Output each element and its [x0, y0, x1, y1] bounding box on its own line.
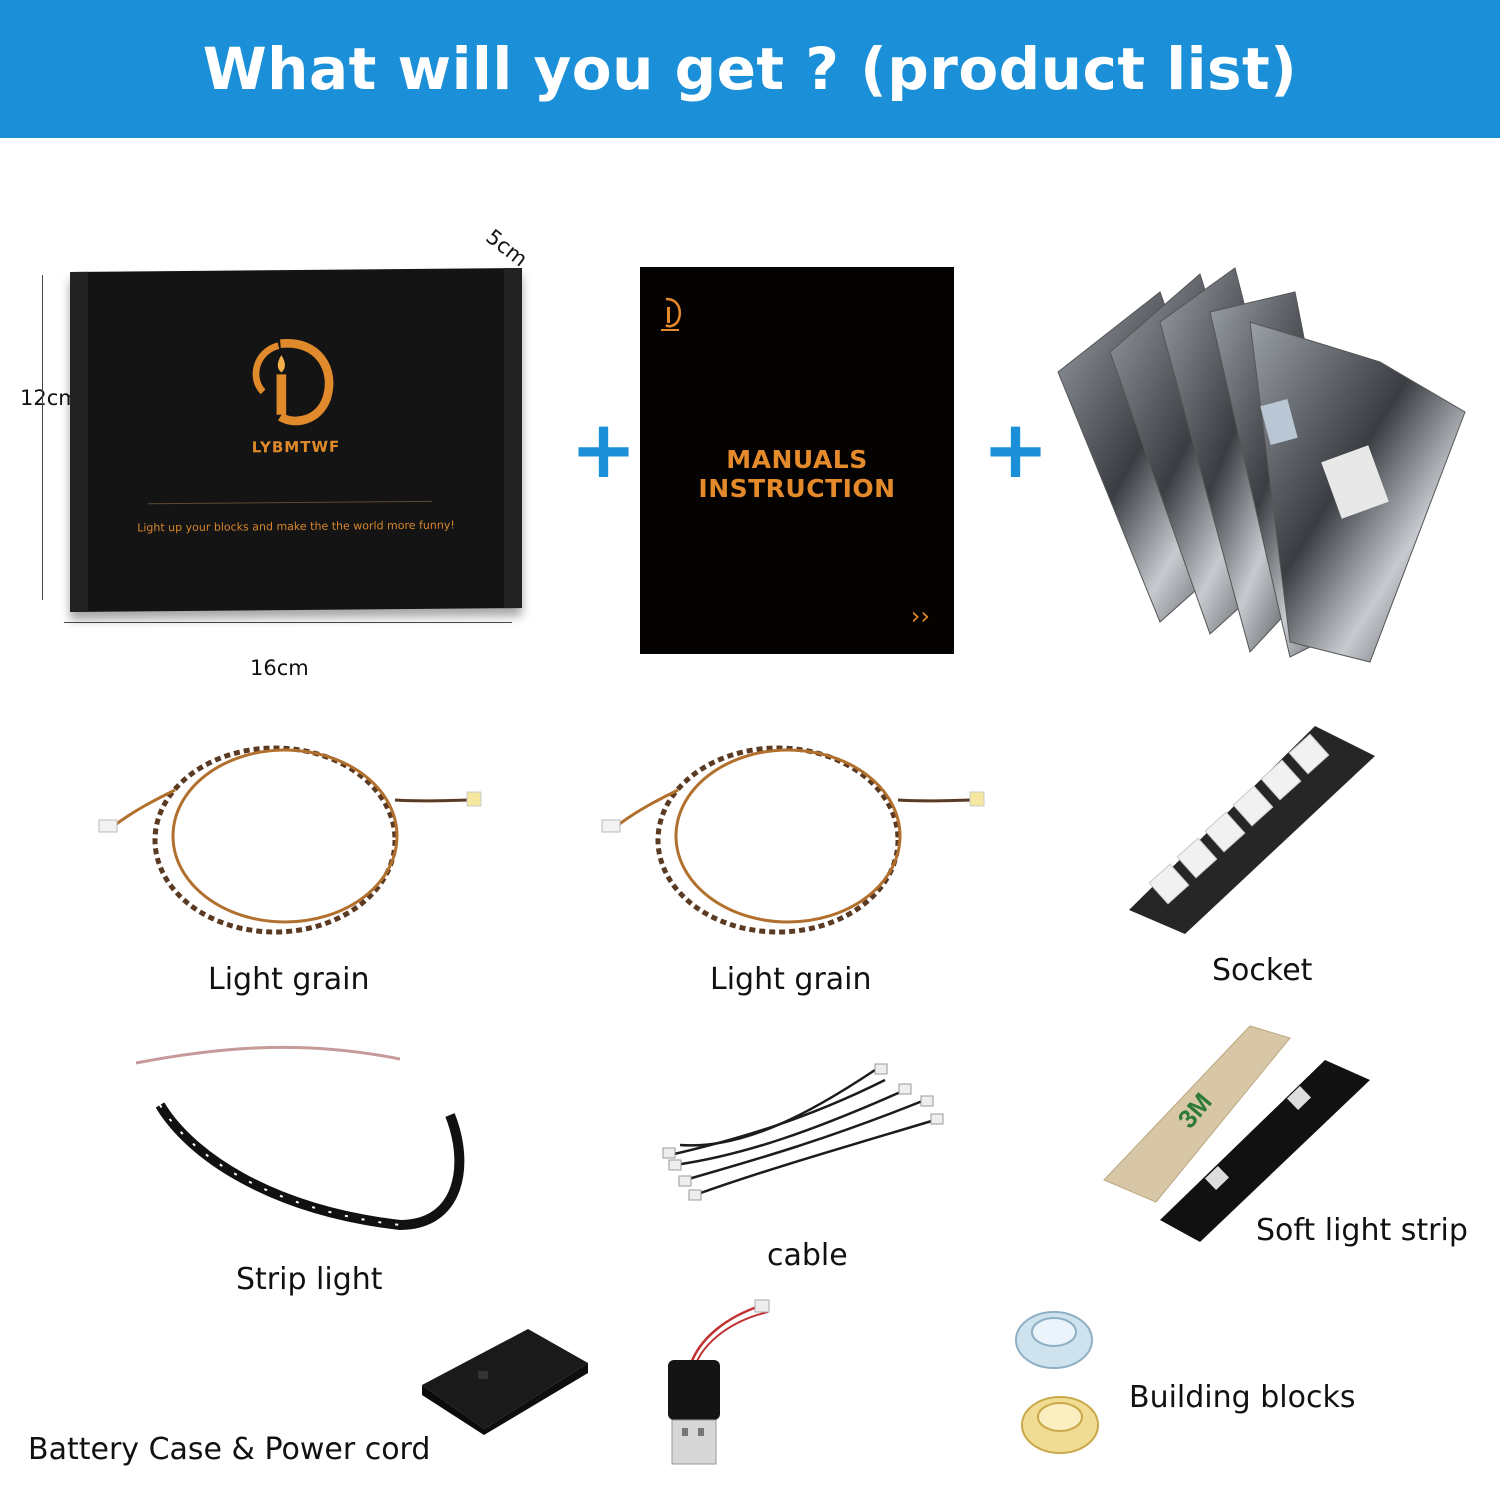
- soft-light-strip-image: 3M: [1103, 1025, 1370, 1242]
- chevron-right-icon: ››: [910, 602, 930, 630]
- building-blocks-label: Building blocks: [1129, 1380, 1356, 1415]
- box-height-label: 12cm: [20, 386, 79, 410]
- manual-booklet: MANUALS INSTRUCTION ››: [640, 267, 954, 654]
- brand-logo-icon: [252, 339, 334, 426]
- socket-label: Socket: [1212, 953, 1313, 988]
- box-brand-text: LYBMTWF: [251, 437, 341, 457]
- battery-case-image: [422, 1329, 588, 1435]
- light-grain-label: Light grain: [710, 962, 872, 997]
- battery-case-label: Battery Case & Power cord: [28, 1432, 431, 1467]
- soft-light-strip-label: Soft light strip: [1256, 1213, 1468, 1248]
- antistatic-bags-image: [1057, 267, 1466, 663]
- light-grain-image: [98, 745, 482, 935]
- manual-title: MANUALS INSTRUCTION: [698, 445, 896, 503]
- usb-power-cord-image: [668, 1299, 770, 1465]
- plus-icon: +: [570, 403, 638, 496]
- light-grain-image: [601, 745, 985, 935]
- box-height-line: [42, 275, 43, 600]
- light-grain-label: Light grain: [208, 962, 370, 997]
- box-width-label: 16cm: [250, 656, 309, 680]
- strip-light-label: Strip light: [236, 1262, 383, 1297]
- building-blocks-image: [1015, 1311, 1099, 1454]
- box-slogan: Light up your blocks and make the the wo…: [137, 518, 455, 535]
- cable-image: [662, 1063, 944, 1201]
- box-width-line: [64, 622, 512, 623]
- manual-logo-icon: [661, 297, 682, 331]
- strip-light-image: [135, 1045, 465, 1231]
- plus-icon: +: [982, 403, 1050, 496]
- product-box: LYBMTWF Light up your blocks and make th…: [70, 268, 522, 612]
- page-title: What will you get ? (product list): [202, 35, 1298, 103]
- cable-label: cable: [767, 1238, 848, 1273]
- box-depth-label: 5cm: [481, 224, 532, 272]
- header-banner: What will you get ? (product list): [0, 0, 1500, 138]
- socket-image: [1129, 726, 1375, 934]
